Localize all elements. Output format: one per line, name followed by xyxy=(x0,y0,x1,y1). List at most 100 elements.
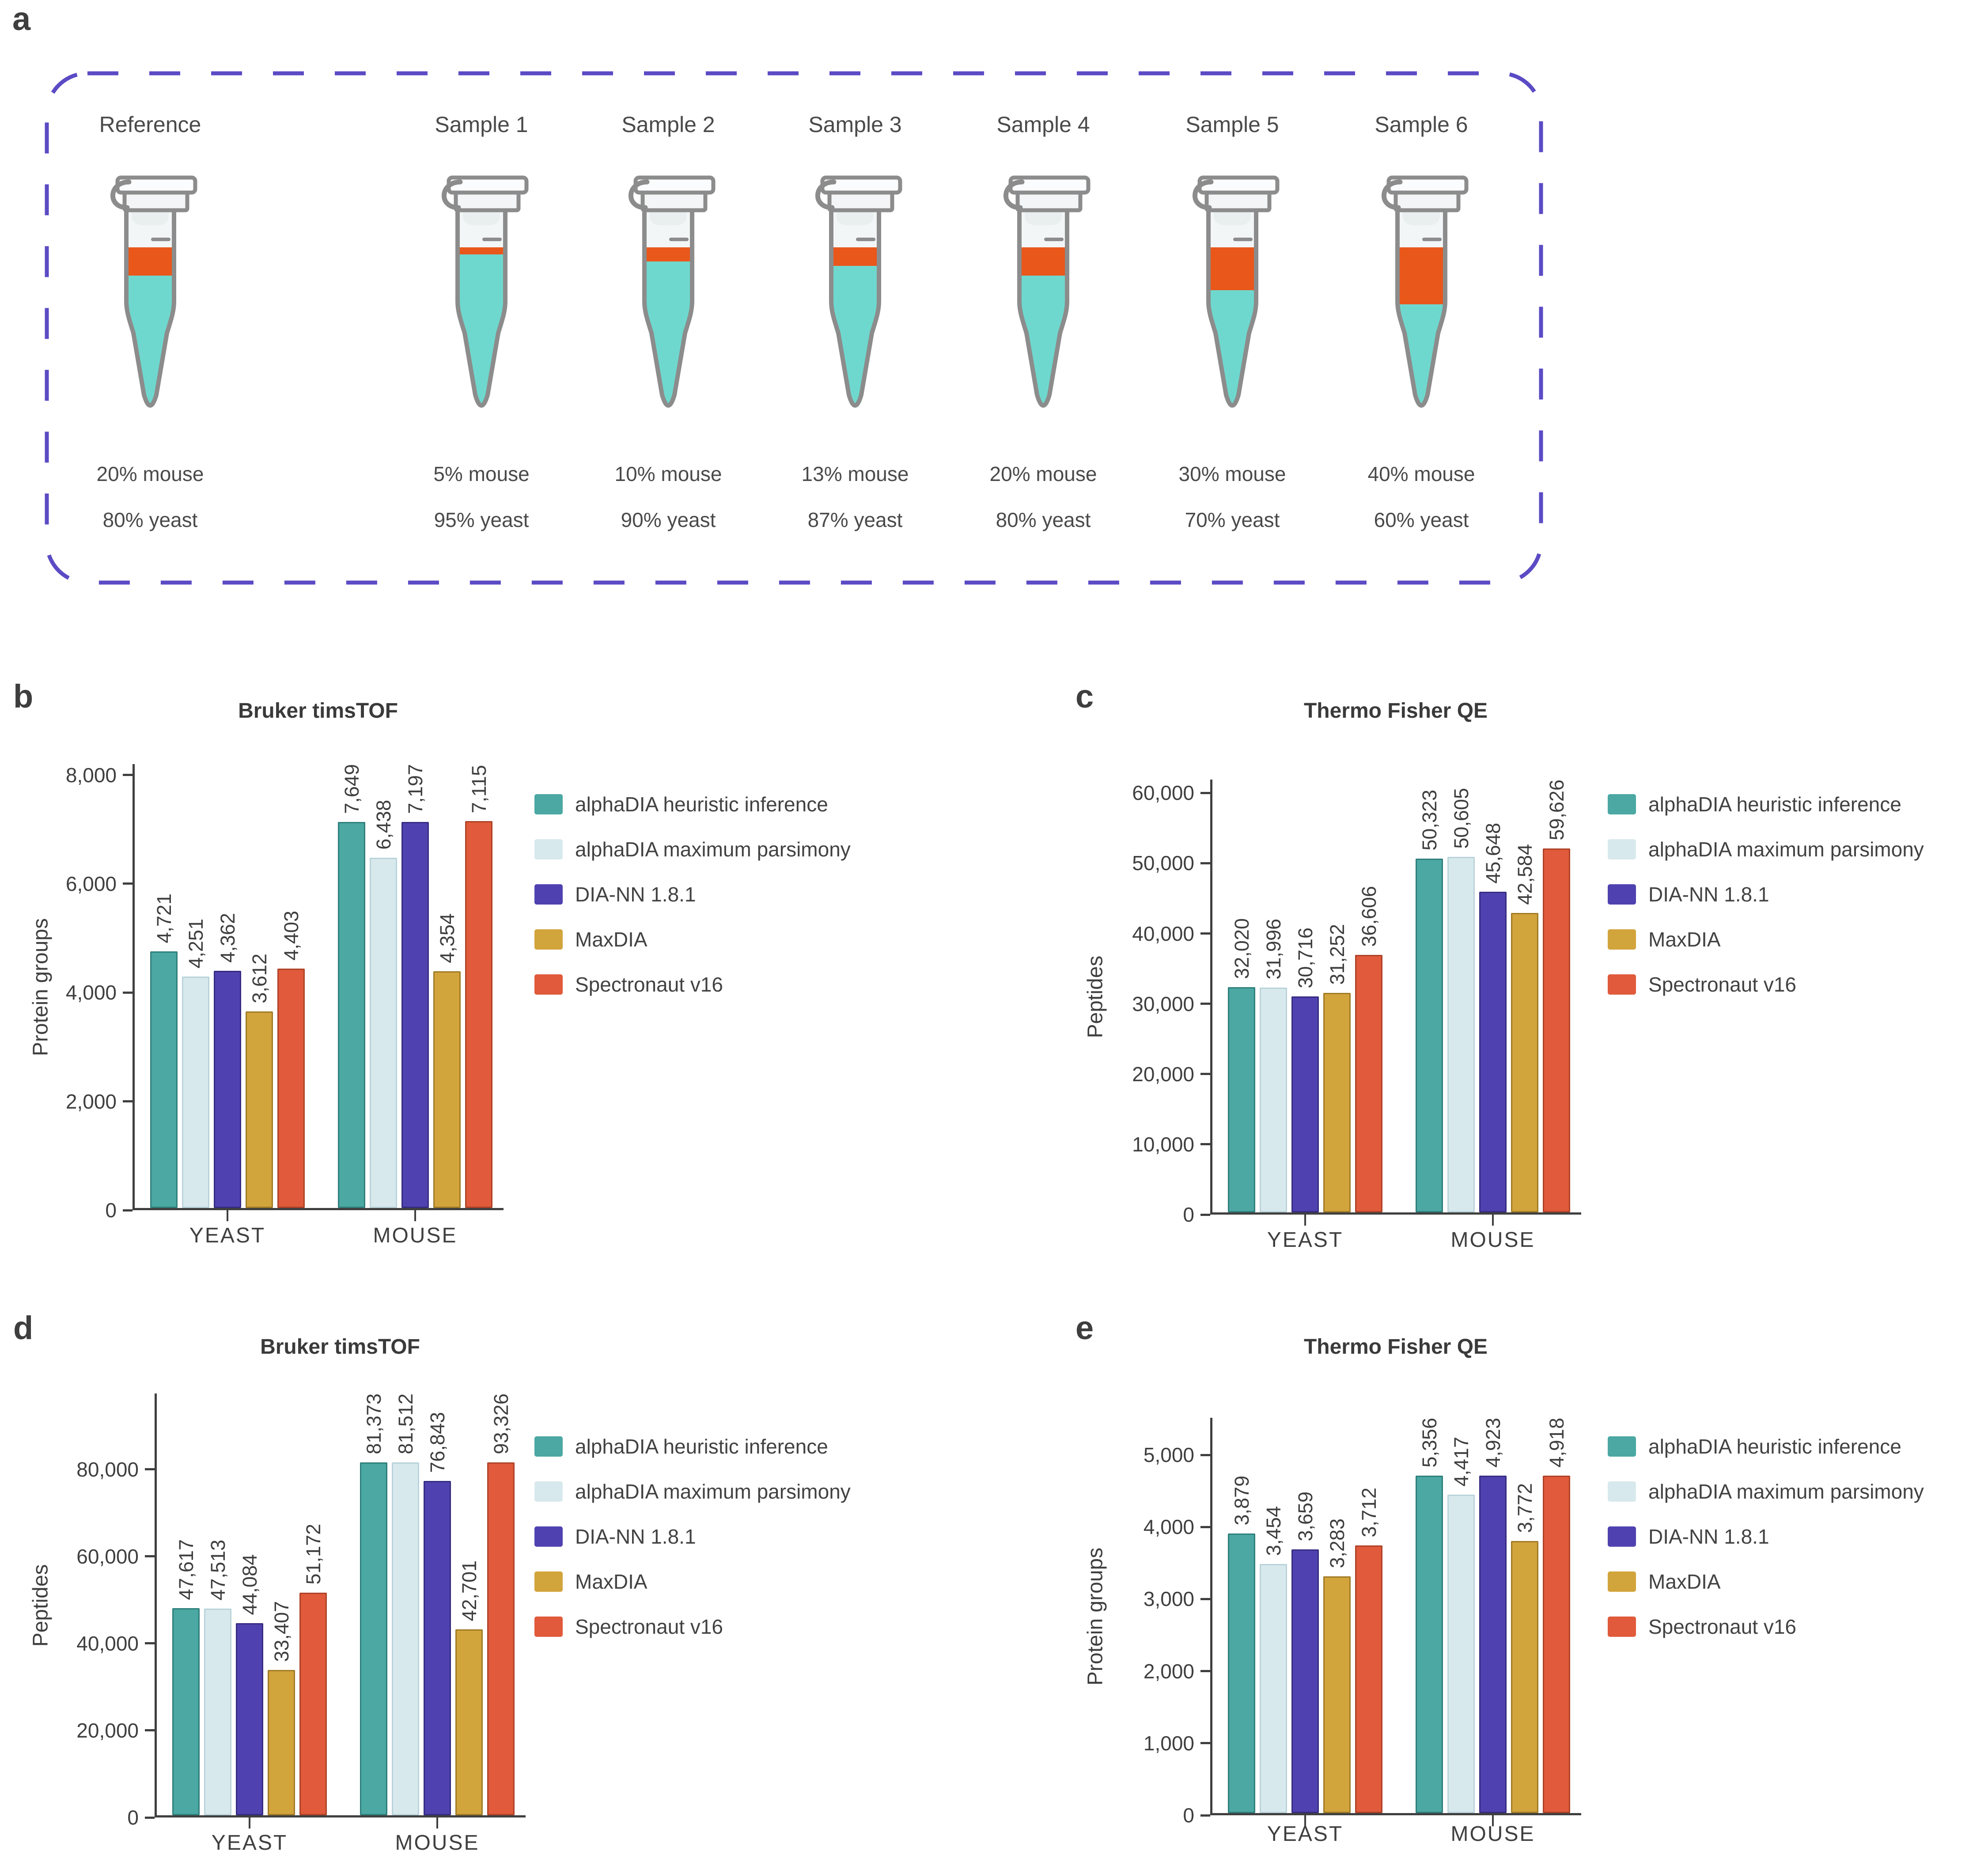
bar-value-label: 4,417 xyxy=(1450,1437,1473,1487)
legend-label: alphaDIA heuristic inference xyxy=(575,793,828,816)
mouse-percent-label: 10% mouse xyxy=(614,462,722,485)
legend-swatch xyxy=(1608,929,1636,950)
tube-mouse-band xyxy=(1019,247,1067,276)
y-tick-label: 0 xyxy=(1183,1203,1194,1226)
y-tick-label: 60,000 xyxy=(1132,781,1194,805)
legend-item: alphaDIA heuristic inference xyxy=(1608,794,1924,814)
bar: 42,584 xyxy=(1511,780,1538,1212)
bar-value-label: 32,020 xyxy=(1230,918,1253,979)
legend: alphaDIA heuristic inference alphaDIA max… xyxy=(534,794,851,1019)
y-tick-label: 5,000 xyxy=(1143,1443,1194,1467)
x-tick xyxy=(1492,1815,1494,1826)
mouse-percent-label: 30% mouse xyxy=(1178,462,1286,485)
tube-mouse-band xyxy=(831,247,879,266)
bar: 7,649 xyxy=(338,764,365,1208)
legend-swatch xyxy=(1608,839,1636,859)
tube-hinge xyxy=(628,179,650,210)
legend-swatch xyxy=(534,1481,563,1502)
y-tick xyxy=(145,1642,155,1645)
bar: 36,606 xyxy=(1355,780,1382,1212)
tube-icon xyxy=(815,175,902,408)
bar-rect xyxy=(1228,1533,1255,1813)
tube-collar xyxy=(1015,190,1083,212)
legend-label: MaxDIA xyxy=(1648,1570,1721,1593)
bar: 50,605 xyxy=(1447,780,1475,1212)
legend-label: alphaDIA maximum parsimony xyxy=(575,1480,851,1503)
y-tick xyxy=(145,1468,155,1470)
bar-rect xyxy=(1291,1549,1319,1813)
bar-rect xyxy=(182,977,209,1208)
chart-title: Bruker timsTOF xyxy=(238,699,398,723)
chart-title: Thermo Fisher QE xyxy=(1303,1335,1488,1359)
bar-value-label: 42,584 xyxy=(1513,844,1536,905)
tube-mouse-band xyxy=(458,247,505,254)
bar: 47,617 xyxy=(172,1393,200,1815)
tube xyxy=(1140,155,1325,428)
y-tick-label: 40,000 xyxy=(1132,922,1194,945)
legend-item: Spectronaut v16 xyxy=(534,1617,851,1637)
bar-value-label: 4,251 xyxy=(184,919,207,969)
legend-label: Spectronaut v16 xyxy=(575,973,723,996)
tube-outline xyxy=(1206,207,1258,408)
x-tick xyxy=(1304,1215,1306,1226)
bar-value-label: 4,721 xyxy=(152,894,175,943)
bar-value-label: 5,356 xyxy=(1418,1418,1441,1468)
y-tick-label: 30,000 xyxy=(1132,992,1194,1015)
bar-rect xyxy=(338,822,365,1208)
legend-label: alphaDIA maximum parsimony xyxy=(1648,1480,1924,1503)
yeast-percent-label: 80% yeast xyxy=(996,508,1091,531)
bar-rect xyxy=(1260,1564,1287,1813)
y-tick-label: 2,000 xyxy=(65,1090,117,1113)
tube-yeast-fill xyxy=(1019,276,1067,405)
bar: 31,252 xyxy=(1323,780,1351,1212)
x-tick xyxy=(436,1817,438,1829)
sample-name: Reference xyxy=(99,112,201,137)
bar-value-label: 7,197 xyxy=(404,764,427,814)
tube-mouse-band xyxy=(1208,247,1256,290)
legend-item: alphaDIA heuristic inference xyxy=(534,1436,851,1457)
y-tick xyxy=(1200,1598,1210,1600)
y-tick xyxy=(1200,791,1210,794)
bar: 31,996 xyxy=(1260,780,1287,1212)
bar-rect xyxy=(214,971,241,1208)
tube-plug xyxy=(1403,210,1440,225)
bar-value-label: 45,648 xyxy=(1481,823,1504,884)
legend-label: Spectronaut v16 xyxy=(1648,1615,1797,1638)
legend-item: alphaDIA maximum parsimony xyxy=(534,839,851,859)
bar: 4,362 xyxy=(214,764,241,1208)
bar-rect xyxy=(487,1462,515,1815)
dashed-rect xyxy=(45,71,1543,585)
bar-rect xyxy=(1355,1545,1382,1813)
y-tick-label: 60,000 xyxy=(76,1545,139,1568)
legend: alphaDIA heuristic inference alphaDIA max… xyxy=(534,1436,851,1662)
bar-value-label: 4,362 xyxy=(216,913,239,963)
panel-d-letter: d xyxy=(13,1310,34,1346)
mouse-percent-label: 20% mouse xyxy=(989,462,1097,485)
yeast-percent-label: 87% yeast xyxy=(807,508,903,531)
bar: 3,659 xyxy=(1291,1418,1319,1813)
sample-name: Sample 3 xyxy=(808,112,902,137)
tube-icon xyxy=(1381,175,1469,408)
chart-title: Thermo Fisher QE xyxy=(1303,699,1488,723)
bar-rect xyxy=(1543,1475,1570,1813)
legend-label: Spectronaut v16 xyxy=(575,1615,723,1638)
legend-swatch xyxy=(534,839,563,859)
bar-rect xyxy=(1291,996,1319,1212)
y-tick xyxy=(123,774,133,776)
bar-value-label: 4,918 xyxy=(1545,1418,1568,1468)
bar-rect xyxy=(1511,1541,1538,1813)
tube-outline xyxy=(642,207,694,408)
bar-rect xyxy=(1416,859,1443,1212)
tube-plug xyxy=(1214,210,1251,225)
bar-rect xyxy=(1479,1475,1507,1813)
